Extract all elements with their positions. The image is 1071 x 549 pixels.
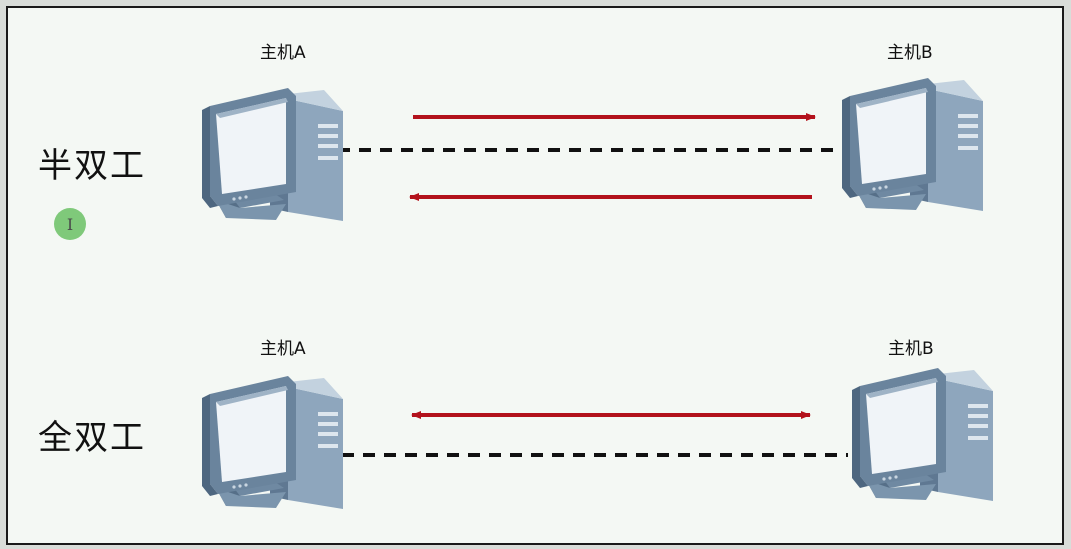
half-duplex-host-b-label: 主机B [887, 43, 933, 63]
half-duplex-host-a-computer-icon [202, 88, 343, 221]
full-duplex-host-a-computer-icon [202, 376, 343, 509]
full-duplex-host-a-label: 主机A [260, 339, 306, 359]
half-duplex-title: 半双工 [38, 146, 146, 186]
full-duplex-host-b-label: 主机B [888, 339, 934, 359]
half-duplex-host-b-computer-icon [842, 78, 983, 211]
half-duplex-host-a-label: 主机A [260, 43, 306, 63]
text-cursor-icon: I [54, 208, 86, 240]
full-duplex-title: 全双工 [38, 418, 146, 458]
full-duplex-host-b-computer-icon [852, 368, 993, 501]
